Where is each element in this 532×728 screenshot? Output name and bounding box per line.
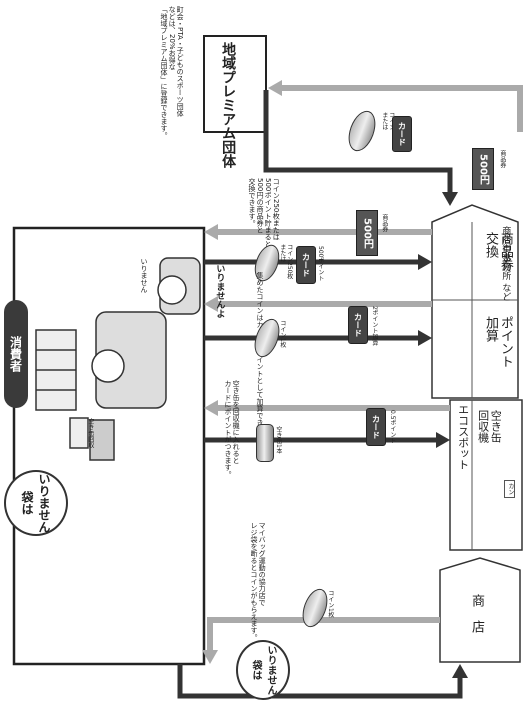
consumer-title: 消費者 [4,300,28,408]
collection-box-label: 空き缶回収 [86,418,93,448]
shop-note: マイバッグ運動の協力店で レジ袋を断るとコインがもらえます。 [250,522,266,641]
cashier-speech: いりません [140,258,148,293]
eco-spot-small-text: カン [504,480,515,498]
eco-spot-can [256,424,274,462]
eco-spot-machine: 空き缶 回収機 [476,410,501,443]
bag-bubble-bottom: 袋はいりません [236,640,290,700]
point-add-coin-label: コイン1枚 [278,320,285,348]
premium-card: カード [392,116,412,152]
consumer-speech: いりませんよ [214,264,224,318]
exchange-ticket-caption: 商品券 [380,214,387,232]
office-name: 商店街事務所 など [500,226,510,301]
eco-spot-title: エコスポット [456,404,469,470]
eco-spot-points-label: 0.5ポイント [388,410,395,444]
eco-spot-note: 空き缶を回収機に入れると カードにポイントがつきます。 [224,380,240,478]
exchange-note: コイン250枚または 500ポイント貯まると 500円の商品券と 交換できます。 [248,178,280,247]
eco-spot-can-label: 空き缶1本 [274,426,281,454]
shop-coin-label: コイン1枚 [326,590,333,618]
exchange-points-label: 500ポイント [316,246,323,281]
point-add-note: 集めたコインはカードにポイントとして加算できます。 [256,272,264,447]
point-add-points-label: 2ポイント加算 [370,306,377,346]
point-add-title: ポイント 加算 [482,316,512,368]
point-add-card: カード [348,306,368,344]
exchange-coin-label: コイン250枚 または [278,244,292,279]
premium-ticket-caption: 商品券 [498,150,505,168]
eco-spot-card: カード [366,408,386,446]
shop-name: 商 店 [468,594,483,633]
exchange-ticket: 500円 [356,210,378,256]
premium-org-name: 地域プレミアム団体 [220,42,236,168]
exchange-card: カード [296,246,316,284]
bag-bubble-top: 袋はいりません [4,470,68,536]
premium-org-note: 町会・PTA・子どものスポーツ団体 などは、20%お得な 「地域プレミアム団体」… [160,6,184,139]
premium-ticket: 500円 [472,148,494,190]
